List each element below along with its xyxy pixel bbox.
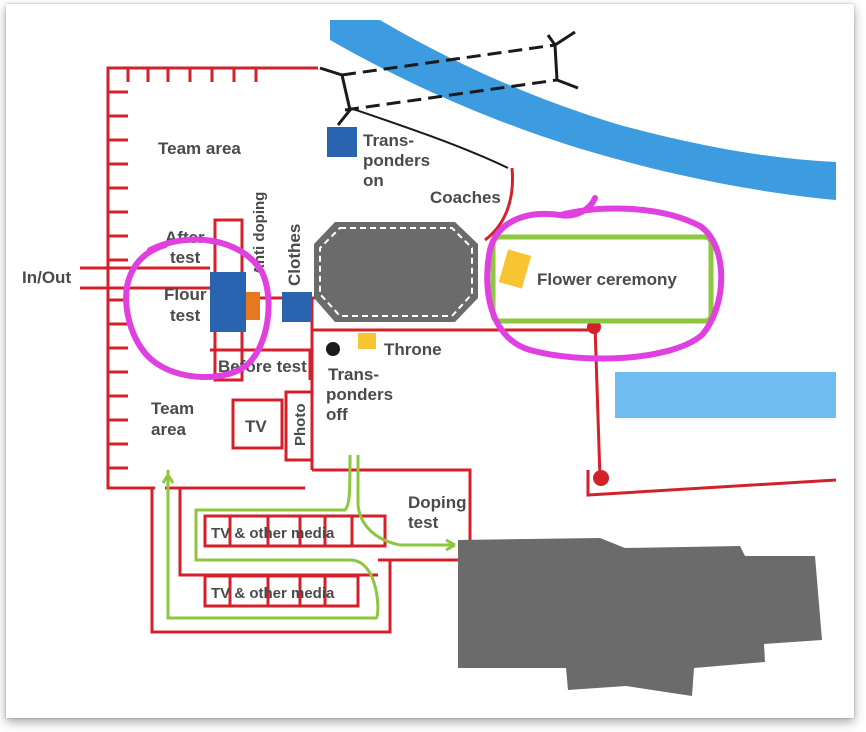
throne-marker [358, 333, 376, 349]
flour-test-label: Flour test [164, 285, 211, 325]
transponders-off-marker [326, 342, 340, 356]
tv-media-label-1: TV & other media [211, 525, 335, 542]
coaches-label: Coaches [430, 188, 501, 207]
doping-test-label: Doping test [408, 493, 471, 532]
flower-ceremony-marker [498, 249, 532, 289]
in-out-label: In/Out [22, 268, 71, 287]
transponders-on-marker [327, 127, 357, 157]
river-band [330, 20, 836, 198]
flour-test-highlight [123, 236, 272, 381]
water-channel [615, 372, 836, 418]
clothes-marker [282, 292, 312, 322]
fence-lines [80, 66, 837, 634]
tv-label: TV [245, 417, 267, 436]
throne-label: Throne [384, 340, 442, 359]
flower-ceremony-label: Flower ceremony [537, 270, 677, 289]
team-area-top-label: Team area [158, 139, 241, 158]
transponders-off-label: Trans- ponders off [326, 365, 398, 424]
anti-doping-label: Anti doping [251, 192, 268, 275]
team-area-bottom-label: Team area [151, 399, 199, 439]
flour-test-marker [210, 272, 246, 332]
flower-ceremony-box [490, 234, 714, 324]
podium-building-outline [319, 227, 473, 317]
after-test-label: After test [165, 228, 209, 267]
fence-post-2 [593, 470, 609, 486]
lower-buildings [458, 538, 822, 696]
photo-label: Photo [292, 404, 309, 447]
podium-building [314, 222, 478, 322]
clothes-label: Clothes [285, 224, 304, 286]
bridge [319, 30, 579, 126]
tv-media-label-2: TV & other media [211, 585, 335, 602]
flower-ceremony-highlight [484, 195, 725, 362]
coaches-path [349, 107, 509, 169]
anti-doping-marker [246, 292, 260, 320]
transponders-on-label: Trans- ponders on [363, 131, 435, 190]
athlete-route [161, 454, 456, 620]
